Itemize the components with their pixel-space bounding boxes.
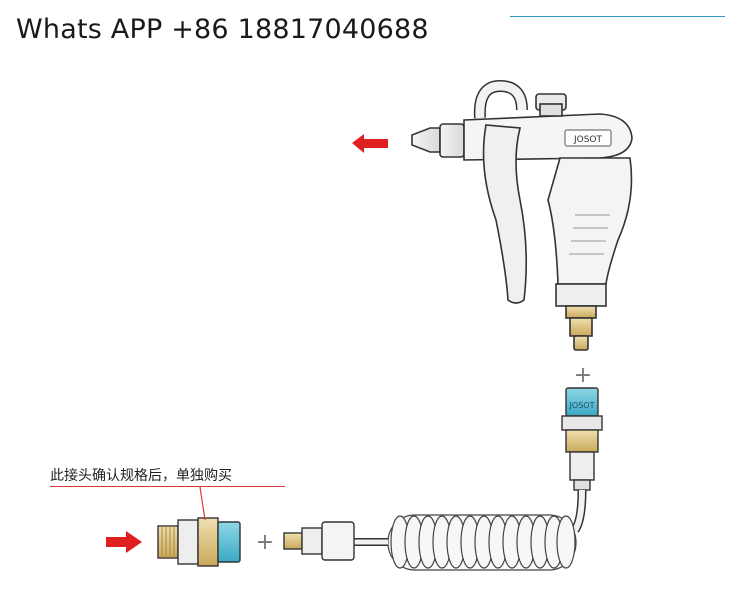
note-underline [50,486,285,487]
coiled-hose [387,514,577,571]
coupler-brand-label: JOSOT [569,401,595,410]
contact-text: Whats APP +86 18817040688 [16,14,429,45]
vertical-quick-coupler [561,387,603,491]
plus-sign-upper: + [574,363,592,388]
top-rule-divider [510,16,725,17]
separate-connector [157,517,241,567]
plus-sign-lower: + [256,530,274,555]
output-arrow [352,134,388,153]
note-leader-line [199,486,206,521]
gun-label-plate [564,129,612,147]
hose-plug-fitting [283,521,355,561]
air-blow-gun [411,79,633,351]
input-arrow [106,531,142,553]
gun-brand-label: JOSOT [573,135,603,145]
note-text: 此接头确认规格后，单独购买 [50,468,232,484]
